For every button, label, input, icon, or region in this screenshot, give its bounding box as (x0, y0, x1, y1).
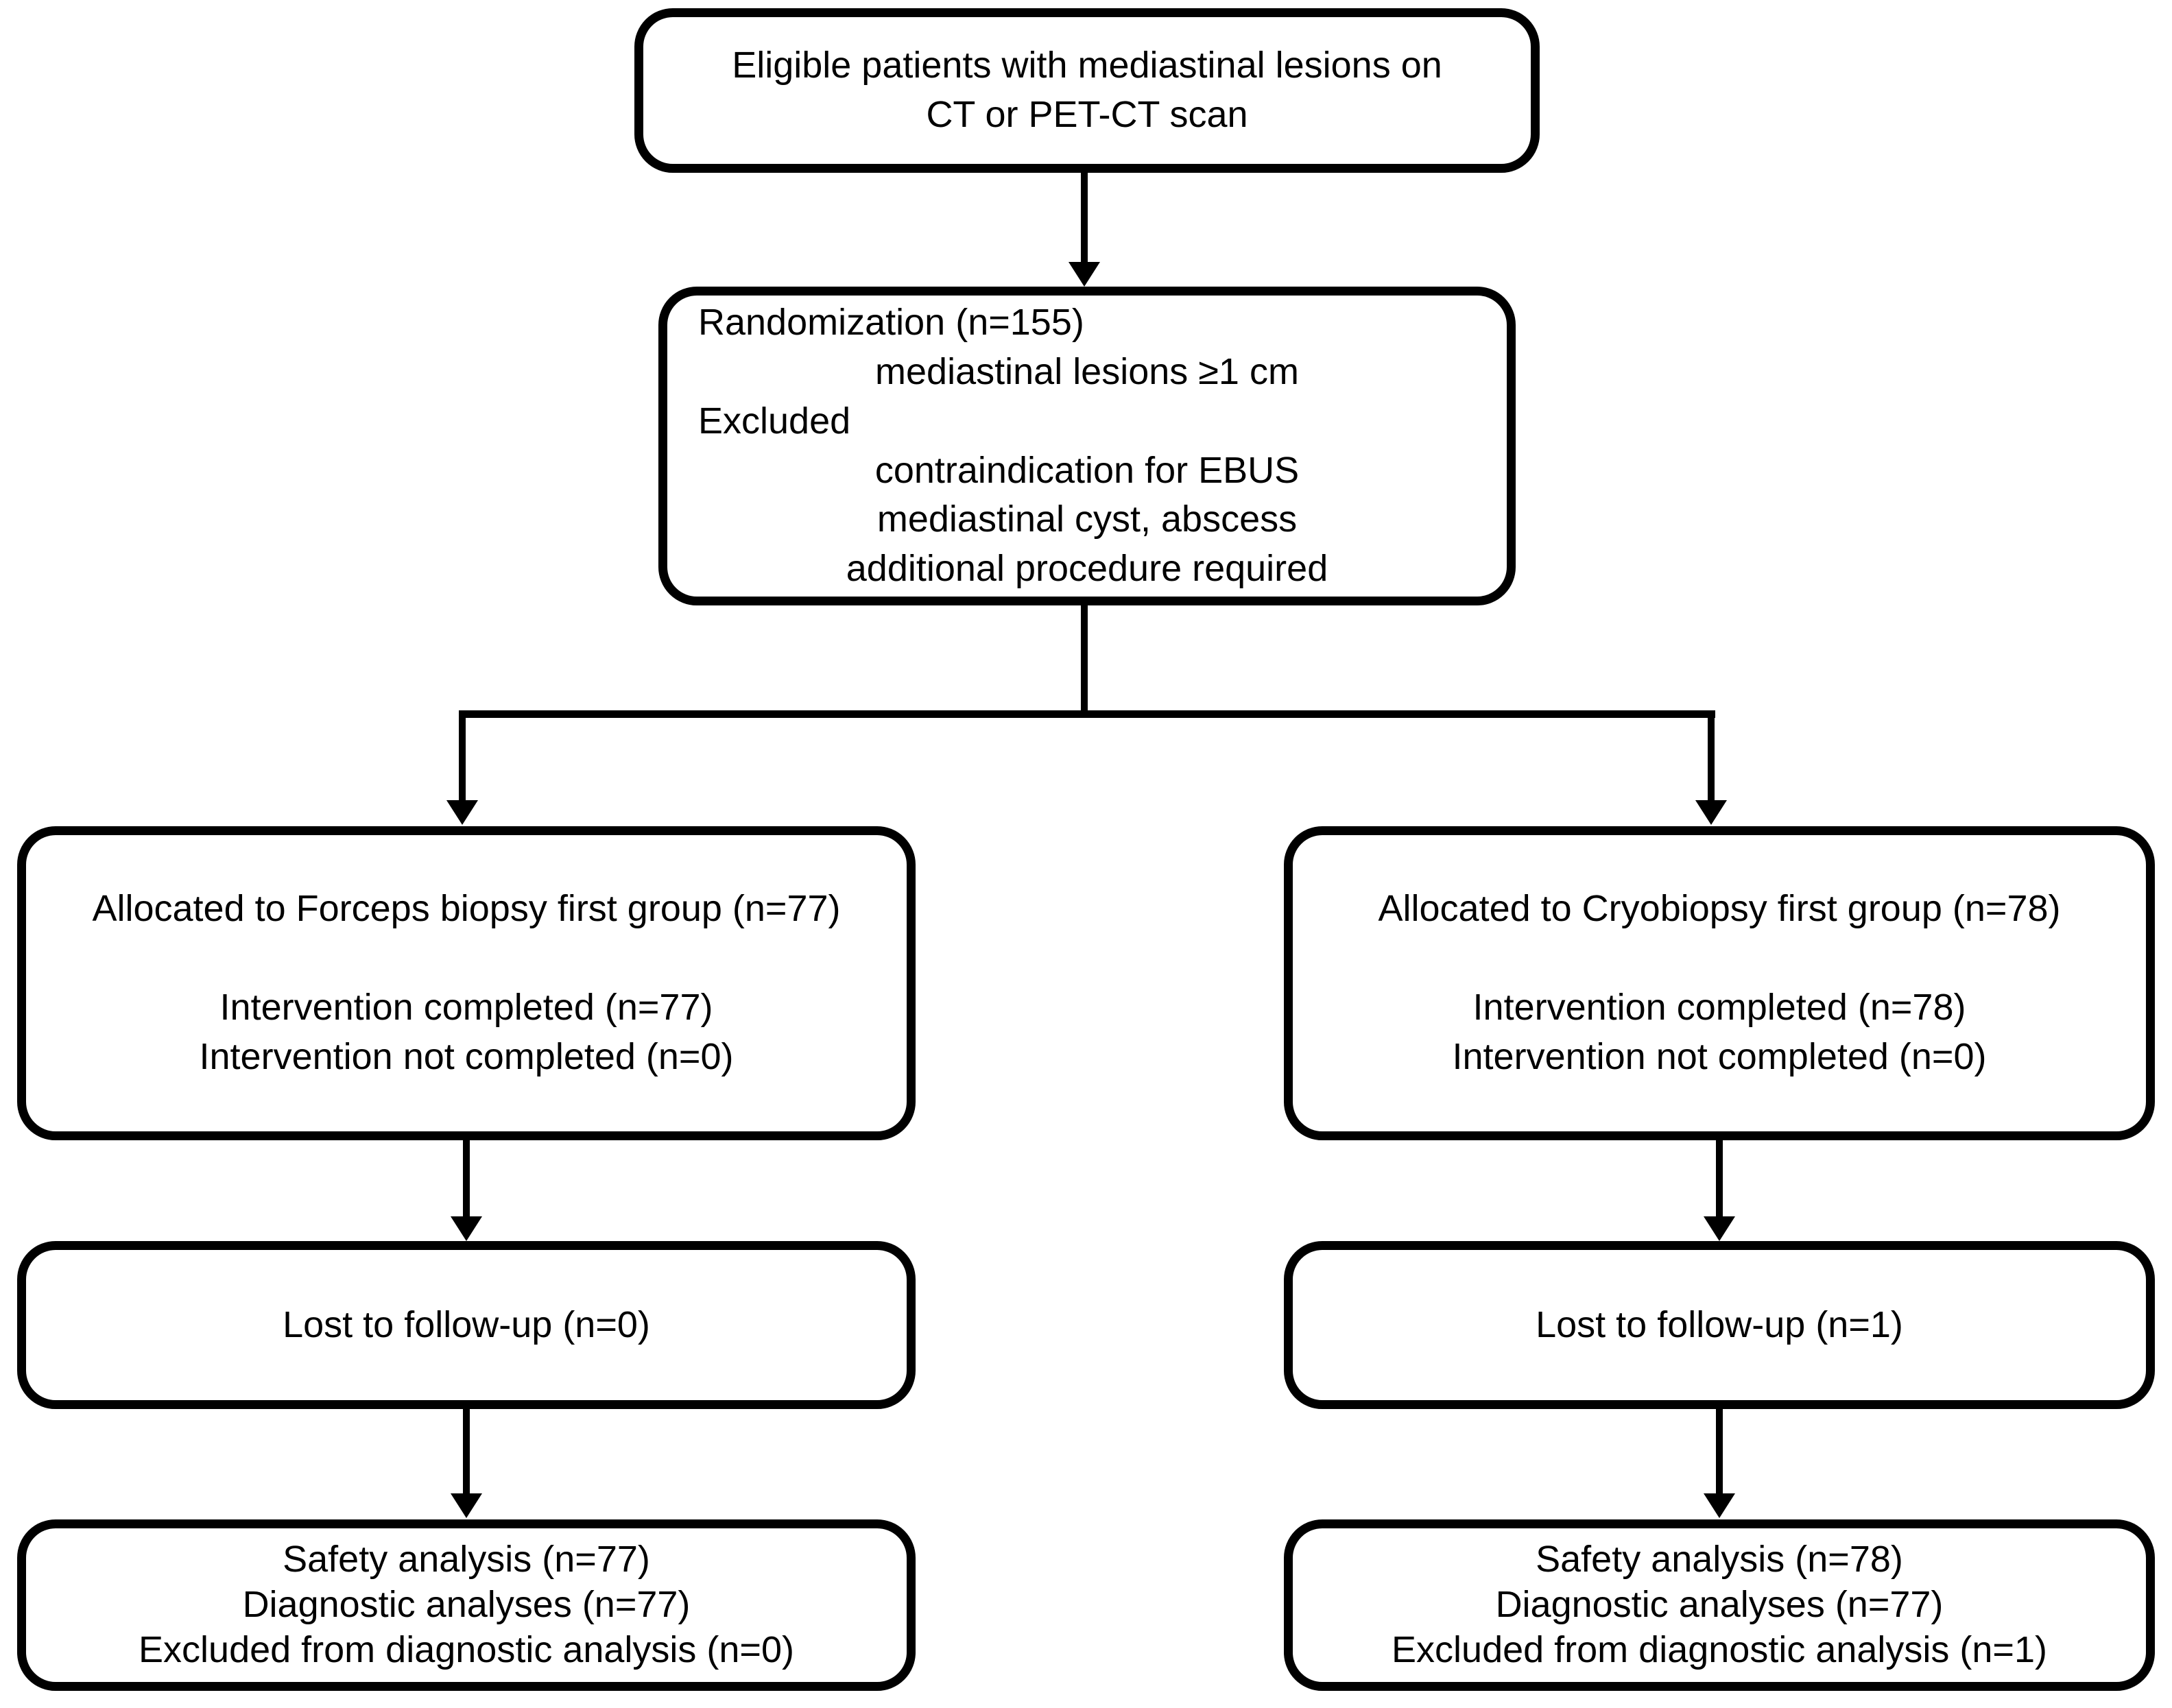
randomization-box: Randomization (n=155) mediastinal lesion… (658, 287, 1516, 605)
branch-stem-line (1081, 605, 1088, 715)
cryo-followup-box: Lost to follow-up (n=1) (1284, 1241, 2155, 1409)
forceps-analysis-line-2: Diagnostic analyses (n=77) (242, 1584, 691, 1626)
arrow-eligible-to-randomization-head (1069, 262, 1100, 287)
branch-right-drop-head (1695, 800, 1727, 825)
arrow-eligible-to-randomization-line (1081, 173, 1088, 263)
cryo-allocation-line-3: Intervention completed (n=78) (1472, 987, 1966, 1028)
arrow-cryo-followup-to-analysis-head (1704, 1493, 1735, 1518)
branch-horizontal-line (459, 710, 1715, 718)
eligible-line-1: Eligible patients with mediastinal lesio… (732, 45, 1442, 86)
forceps-analysis-line-1: Safety analysis (n=77) (283, 1539, 650, 1580)
arrow-forceps-followup-to-analysis-line (463, 1409, 470, 1495)
eligible-line-2: CT or PET-CT scan (926, 94, 1248, 135)
randomization-line-6: additional procedure required (846, 548, 1328, 590)
branch-left-drop-line (459, 714, 466, 802)
arrow-cryo-allocation-to-followup-head (1704, 1216, 1735, 1241)
arrow-forceps-allocation-to-followup-head (451, 1216, 482, 1241)
branch-left-drop-head (446, 800, 478, 825)
branch-right-drop-line (1708, 714, 1715, 802)
randomization-line-1: Randomization (n=155) (698, 302, 1084, 344)
eligible-patients-box: Eligible patients with mediastinal lesio… (634, 8, 1540, 173)
randomization-line-2: mediastinal lesions ≥1 cm (875, 350, 1299, 392)
cryo-allocation-line-1: Allocated to Cryobiopsy first group (n=7… (1378, 888, 2061, 930)
forceps-allocation-line-4: Intervention not completed (n=0) (199, 1035, 734, 1077)
arrow-cryo-allocation-to-followup-line (1716, 1140, 1723, 1218)
arrow-forceps-allocation-to-followup-line (463, 1140, 470, 1218)
cryo-allocation-line-2 (1293, 934, 2146, 983)
cryo-analysis-line-1: Safety analysis (n=78) (1536, 1539, 1903, 1580)
cryo-analysis-box: Safety analysis (n=78) Diagnostic analys… (1284, 1519, 2155, 1691)
cryo-followup-line-1: Lost to follow-up (n=1) (1536, 1303, 1903, 1345)
forceps-allocation-line-2 (26, 934, 907, 983)
arrow-forceps-followup-to-analysis-head (451, 1493, 482, 1518)
forceps-allocation-line-3: Intervention completed (n=77) (219, 987, 713, 1028)
randomization-line-4: contraindication for EBUS (874, 449, 1300, 491)
forceps-analysis-box: Safety analysis (n=77) Diagnostic analys… (17, 1519, 916, 1691)
forceps-followup-line-1: Lost to follow-up (n=0) (283, 1303, 650, 1345)
cryo-allocation-box: Allocated to Cryobiopsy first group (n=7… (1284, 826, 2155, 1140)
forceps-followup-box: Lost to follow-up (n=0) (17, 1241, 916, 1409)
forceps-analysis-line-3: Excluded from diagnostic analysis (n=0) (139, 1628, 794, 1670)
cryo-allocation-line-4: Intervention not completed (n=0) (1452, 1035, 1987, 1077)
randomization-line-5: mediastinal cyst, abscess (876, 498, 1298, 540)
forceps-allocation-box: Allocated to Forceps biopsy first group … (17, 826, 916, 1140)
forceps-allocation-line-1: Allocated to Forceps biopsy first group … (92, 888, 841, 930)
randomization-line-3: Excluded (698, 400, 851, 442)
cryo-analysis-line-2: Diagnostic analyses (n=77) (1495, 1584, 1944, 1626)
arrow-cryo-followup-to-analysis-line (1716, 1409, 1723, 1495)
cryo-analysis-line-3: Excluded from diagnostic analysis (n=1) (1392, 1628, 2047, 1670)
